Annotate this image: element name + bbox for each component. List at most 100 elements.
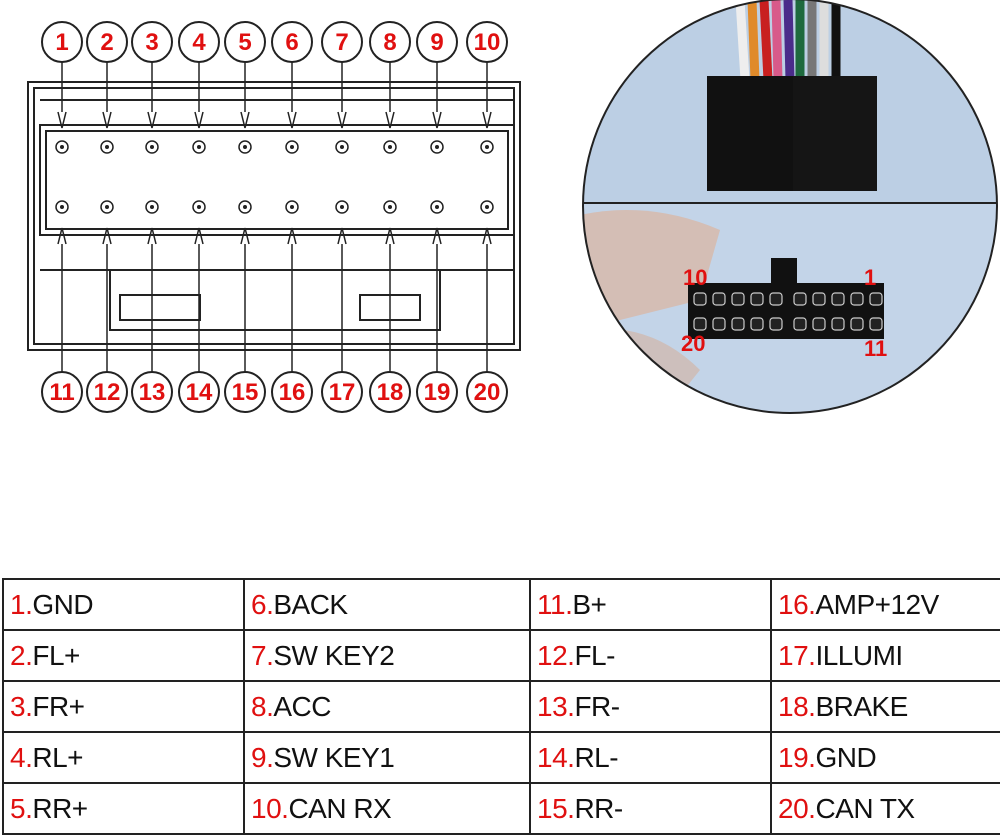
pin-arrow-bottom <box>240 227 250 245</box>
pin-number: 9. <box>251 741 274 773</box>
photo-label-1: 1 <box>864 265 876 290</box>
pinout-cell: 19.GND <box>770 731 1000 784</box>
pinout-cell: 15.RR- <box>529 782 772 835</box>
pin-number-circle <box>416 371 458 413</box>
pin-number-circle <box>416 21 458 63</box>
pinout-cell: 18.BRAKE <box>770 680 1000 733</box>
pin-number: 19. <box>778 741 816 773</box>
pinout-cell: 7.SW KEY2 <box>243 629 531 682</box>
photo-pin-hole <box>693 292 707 306</box>
pin-socket <box>55 200 69 214</box>
pin-function: B+ <box>572 588 607 620</box>
pin-number-label: 7 <box>335 29 348 56</box>
pin-function: CAN TX <box>815 792 915 824</box>
pin-number-circle <box>86 21 128 63</box>
wires <box>735 0 841 81</box>
pin-number-circle <box>131 371 173 413</box>
pin-socket-center <box>105 145 109 149</box>
pin-markers <box>55 62 494 372</box>
pin-socket-center <box>197 205 201 209</box>
pin-number-label: 13 <box>139 379 166 406</box>
pin-socket-center <box>150 145 154 149</box>
pin-number-label: 4 <box>192 29 206 56</box>
photo-label-10: 10 <box>683 265 707 290</box>
pin-arrow-top <box>385 111 395 129</box>
pin-function: CAN RX <box>288 792 392 824</box>
pin-arrow-top <box>240 111 250 129</box>
photo-pin-hole <box>831 317 845 331</box>
pin-socket <box>383 140 397 154</box>
pin-function: SW KEY2 <box>273 639 395 671</box>
pin-number-circle <box>224 21 266 63</box>
pin-number-circle <box>86 371 128 413</box>
pin-number: 1. <box>10 588 33 620</box>
pin-function: FR+ <box>32 690 85 722</box>
pin-number: 13. <box>537 690 575 722</box>
pin-function: SW KEY1 <box>273 741 395 773</box>
pin-number-circle <box>131 21 173 63</box>
photo-pin-hole <box>869 317 883 331</box>
photo-pin-hole <box>812 317 826 331</box>
pin-number-label: 6 <box>285 29 298 56</box>
pin-number: 7. <box>251 639 274 671</box>
pin-number-label: 15 <box>232 379 259 406</box>
pin-socket-center <box>290 205 294 209</box>
pinout-row: 4.RL+9.SW KEY1 14.RL-19.GND <box>2 731 1000 784</box>
pin-function: ACC <box>273 690 331 722</box>
pin-number-circle <box>369 371 411 413</box>
pin-function: GND <box>32 588 94 620</box>
pin-function: RR- <box>574 792 623 824</box>
pin-number-circle <box>271 21 313 63</box>
photo-pin-hole <box>850 317 864 331</box>
pin-socket <box>100 200 114 214</box>
pin-number-label: 5 <box>238 29 251 56</box>
pin-function: BRAKE <box>815 690 908 722</box>
photo-frame <box>582 0 998 414</box>
pin-function: RL+ <box>32 741 84 773</box>
pin-socket-center <box>150 205 154 209</box>
pinout-cell: 14.RL- <box>529 731 772 784</box>
pin-number-label: 19 <box>424 379 451 406</box>
pin-socket-center <box>485 205 489 209</box>
pin-socket <box>430 140 444 154</box>
pin-arrow-bottom <box>385 227 395 245</box>
pin-number-label: 3 <box>145 29 158 56</box>
photo-label-11: 11 <box>864 336 887 361</box>
pin-number-circle <box>271 371 313 413</box>
pin-number-label: 9 <box>430 29 443 56</box>
pin-arrow-bottom <box>482 227 492 245</box>
pin-socket-center <box>290 145 294 149</box>
pin-number-label: 8 <box>383 29 396 56</box>
pin-socket <box>145 200 159 214</box>
pin-number-label: 16 <box>279 379 306 406</box>
pin-function: RR+ <box>32 792 88 824</box>
pin-arrow-top <box>482 111 492 129</box>
pin-number: 20. <box>778 792 816 824</box>
pin-number-circle <box>41 21 83 63</box>
pin-socket-center <box>243 145 247 149</box>
pin-socket <box>335 140 349 154</box>
pin-arrow-bottom <box>337 227 347 245</box>
pin-number-label: 14 <box>186 379 213 406</box>
pin-function: BACK <box>273 588 348 620</box>
pin-arrow-bottom <box>432 227 442 245</box>
pin-number-circle <box>369 21 411 63</box>
pin-arrow-bottom <box>287 227 297 245</box>
pinout-cell: 6.BACK <box>243 578 531 631</box>
pin-number-circle <box>321 21 363 63</box>
pinout-cell: 4.RL+ <box>2 731 245 784</box>
photo-label-20: 20 <box>681 331 705 356</box>
pin-socket-center <box>60 145 64 149</box>
pin-number: 2. <box>10 639 33 671</box>
photo-pin-hole <box>712 317 726 331</box>
pin-number-circle <box>321 371 363 413</box>
pin-socket <box>285 140 299 154</box>
photo-pin-hole <box>793 317 807 331</box>
pin-number-circle <box>178 371 220 413</box>
pinout-cell: 20.CAN TX <box>770 782 1000 835</box>
pin-number-circle <box>466 21 508 63</box>
